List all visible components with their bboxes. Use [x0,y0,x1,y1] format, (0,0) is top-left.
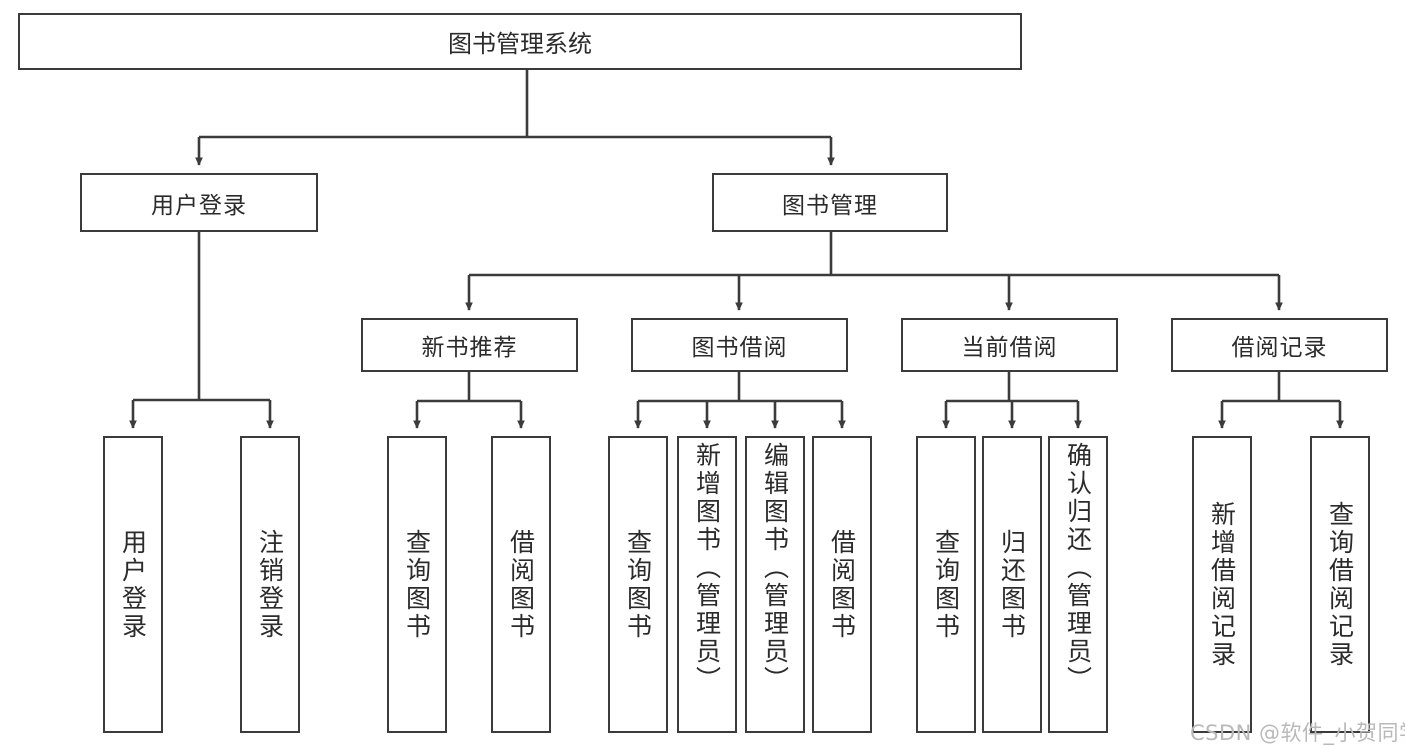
leaf-current-borrow-return-book[interactable]: 归还图书 [982,436,1042,733]
node-label: 借阅记录 [1231,335,1328,361]
node-book-management[interactable]: 图书管理 [712,173,948,232]
leaf-label: 借阅图书 [506,528,536,641]
node-root-book-management-system[interactable]: 图书管理系统 [18,13,1022,70]
node-new-book-recommend[interactable]: 新书推荐 [361,318,578,372]
leaf-label: 查询图书 [402,528,432,641]
leaf-label: 用户登录 [118,528,148,641]
leaf-new-book-borrow-book[interactable]: 借阅图书 [491,436,551,733]
node-current-borrow[interactable]: 当前借阅 [901,318,1118,372]
node-label: 图书借阅 [691,335,788,361]
watermark-csdn: CSDN @软件_小贺同学 [1190,717,1405,747]
leaf-label: 确认归还（管理员） [1063,442,1093,694]
node-label: 新书推荐 [421,335,518,361]
node-label: 当前借阅 [961,335,1058,361]
leaf-book-borrow-add-book-admin[interactable]: 新增图书（管理员） [677,436,737,733]
leaf-label: 归还图书 [997,528,1027,641]
node-user-login[interactable]: 用户登录 [80,173,318,232]
leaf-label: 借阅图书 [827,528,857,641]
leaf-book-borrow-borrow-book[interactable]: 借阅图书 [812,436,872,733]
leaf-borrow-record-add-record[interactable]: 新增借阅记录 [1192,436,1252,733]
node-borrow-record[interactable]: 借阅记录 [1171,318,1388,372]
node-label: 用户登录 [151,192,247,219]
node-label: 图书管理系统 [448,30,592,58]
node-book-borrow[interactable]: 图书借阅 [631,318,848,372]
watermark-text: CSDN @软件_小贺同学 [1190,721,1405,745]
leaf-label: 查询图书 [931,528,961,641]
leaf-label: 查询借阅记录 [1325,500,1355,669]
node-label: 图书管理 [782,192,878,219]
leaf-user-login-logout[interactable]: 注销登录 [240,436,300,733]
leaf-label: 编辑图书（管理员） [760,442,790,694]
leaf-label: 查询图书 [623,528,653,641]
leaf-book-borrow-query-book[interactable]: 查询图书 [608,436,668,733]
leaf-label: 新增借阅记录 [1207,500,1237,669]
leaf-borrow-record-query-record[interactable]: 查询借阅记录 [1310,436,1370,733]
leaf-label: 注销登录 [255,528,285,641]
leaf-current-borrow-confirm-return-admin[interactable]: 确认归还（管理员） [1048,436,1108,733]
leaf-label: 新增图书（管理员） [692,442,722,694]
leaf-new-book-query-book[interactable]: 查询图书 [387,436,447,733]
leaf-current-borrow-query-book[interactable]: 查询图书 [916,436,976,733]
leaf-book-borrow-edit-book-admin[interactable]: 编辑图书（管理员） [745,436,805,733]
leaf-user-login-login[interactable]: 用户登录 [103,436,163,733]
